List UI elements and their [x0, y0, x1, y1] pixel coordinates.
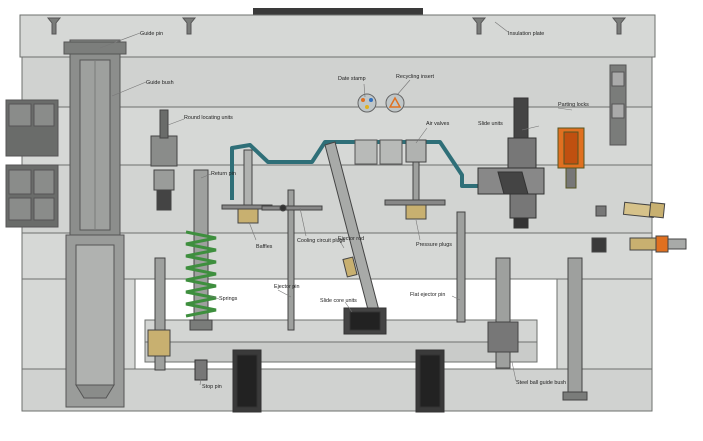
- label-ejector-rod: Ejector rod: [338, 236, 364, 242]
- label-round-locating-units: Round locating units: [184, 115, 233, 121]
- label-pressure-plugs: Pressure plugs: [416, 242, 452, 248]
- guide-pin-graphic: [63, 39, 127, 408]
- baffle-graphic: [221, 149, 273, 224]
- cooling-plug-graphic: [261, 189, 323, 331]
- coolant-line: [230, 140, 478, 200]
- slide-core-graphic: [343, 307, 387, 335]
- sprue-bar: [253, 8, 423, 16]
- label-guide-pin: Guide pin: [140, 31, 163, 37]
- label-flat-ejector-pin: Flat ejector pin: [410, 292, 445, 298]
- spring-graphic: [185, 230, 217, 318]
- right-guide-pin-graphic: [562, 257, 588, 401]
- insert-blocks: [354, 139, 403, 165]
- slide-unit-graphic: [477, 97, 545, 229]
- leader-lines: [99, 21, 573, 386]
- label-slide-core-units: Slide core units: [320, 298, 357, 304]
- right-edge-blocks: [609, 64, 627, 146]
- round-locating-unit-graphic: [150, 109, 178, 211]
- label-insulation-plate: Insulation plate: [508, 31, 544, 37]
- clamp-plate-bottom: [21, 368, 653, 412]
- clamp-plate-top: [21, 56, 653, 108]
- screw-icons: [46, 17, 627, 35]
- label-cooling-circuit-plugs: Cooling circuit plugs: [297, 238, 346, 244]
- label-springs: Springs: [219, 296, 238, 302]
- label-air-valves: Air valves: [426, 121, 450, 127]
- label-date-stamp: Date stamp: [338, 76, 366, 82]
- ejector-plate: [144, 341, 538, 363]
- label-guide-bush: Guide bush: [146, 80, 174, 86]
- label-return-pin: Return pin: [211, 171, 236, 177]
- parting-lock-graphic: [557, 127, 585, 189]
- air-valve-graphic: [384, 139, 446, 220]
- date-stamp-graphic: [357, 93, 405, 113]
- label-parting-locks: Parting locks: [558, 102, 589, 108]
- left-blocks: [5, 99, 59, 228]
- label-stop-pin: Stop pin: [202, 384, 222, 390]
- ejector-rod-graphic: [324, 141, 383, 326]
- label-recycling-insert: Recycling insert: [396, 74, 435, 80]
- ball-bush-graphic: [147, 257, 519, 371]
- label-slide-units: Slide units: [478, 121, 503, 127]
- label-baffles: Baffles: [256, 244, 273, 250]
- flat-ejector-pin-graphic: [456, 211, 466, 323]
- quick-coupling-graphic: [591, 201, 687, 253]
- label-steel-ball-guide-bush: Steel ball guide bush: [516, 380, 566, 386]
- stop-pin-graphic: [194, 349, 445, 413]
- labels: Guide pin Insulation plate Guide bush Da…: [140, 31, 589, 390]
- label-ejector-pin: Ejector pin: [274, 284, 299, 290]
